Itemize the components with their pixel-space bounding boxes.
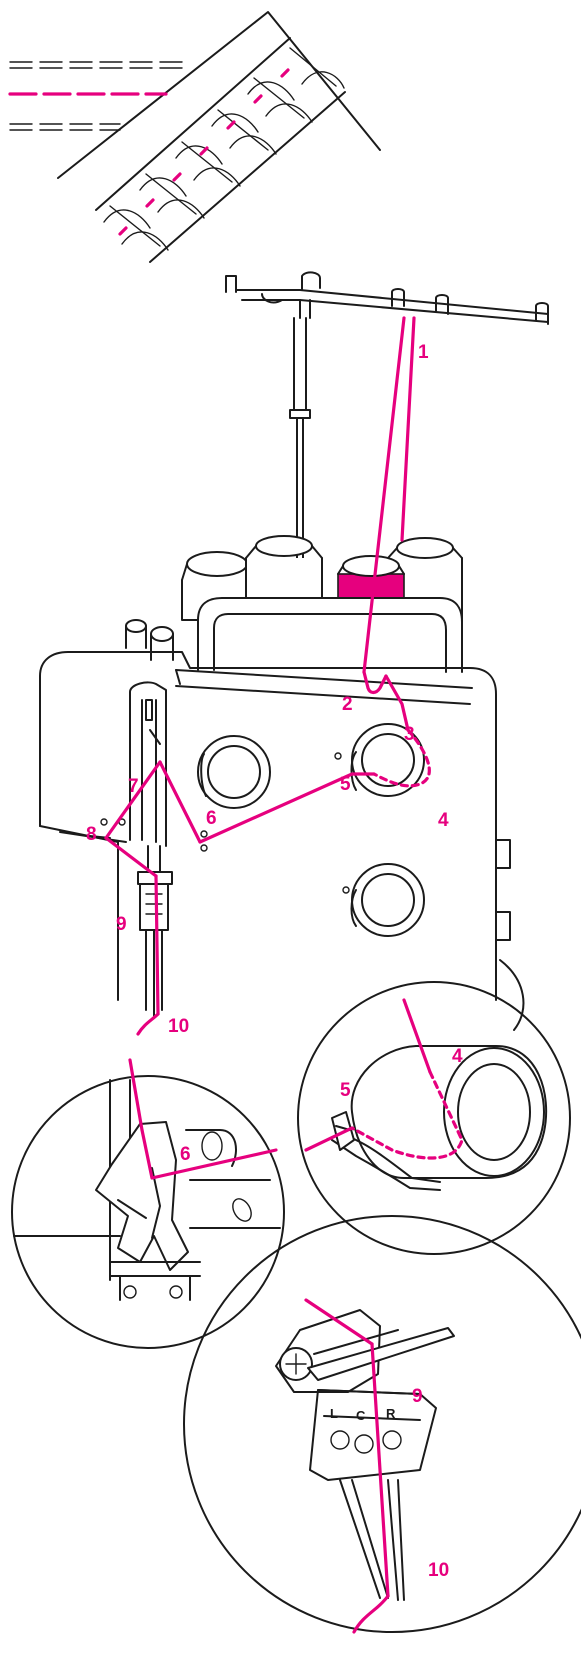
detail-right-label-4: 4 (452, 1046, 463, 1067)
needle-mark-c: C (356, 1408, 366, 1423)
overlock-band (95, 37, 346, 263)
detail-circle-left: 6 (11, 1058, 285, 1349)
detail-circle-right: 4 5 (297, 981, 571, 1255)
main-thread-path (104, 316, 431, 1036)
label-2: 2 (342, 694, 353, 715)
needle-mark-l: L (330, 1406, 338, 1421)
seam-lines (8, 61, 183, 131)
label-6: 6 (206, 808, 217, 829)
label-3: 3 (404, 724, 415, 745)
label-9: 9 (116, 914, 127, 935)
main-labels: 1 2 3 4 5 6 7 8 9 10 (86, 342, 449, 1037)
needle-mark-r: R (386, 1406, 396, 1421)
label-10: 10 (168, 1016, 189, 1037)
detail-right-label-5: 5 (340, 1080, 351, 1101)
detail-bottom-label-9: 9 (412, 1386, 423, 1407)
label-8: 8 (86, 824, 97, 845)
stitch-sample (8, 11, 381, 263)
detail-bottom-label-10: 10 (428, 1560, 449, 1581)
label-5: 5 (340, 774, 351, 795)
detail-left-label-6: 6 (180, 1144, 191, 1165)
label-4: 4 (438, 810, 449, 831)
detail-circle-bottom: L C R 9 10 (183, 1215, 581, 1634)
label-1: 1 (418, 342, 429, 363)
machine-body (39, 597, 525, 1031)
label-7: 7 (128, 776, 139, 797)
